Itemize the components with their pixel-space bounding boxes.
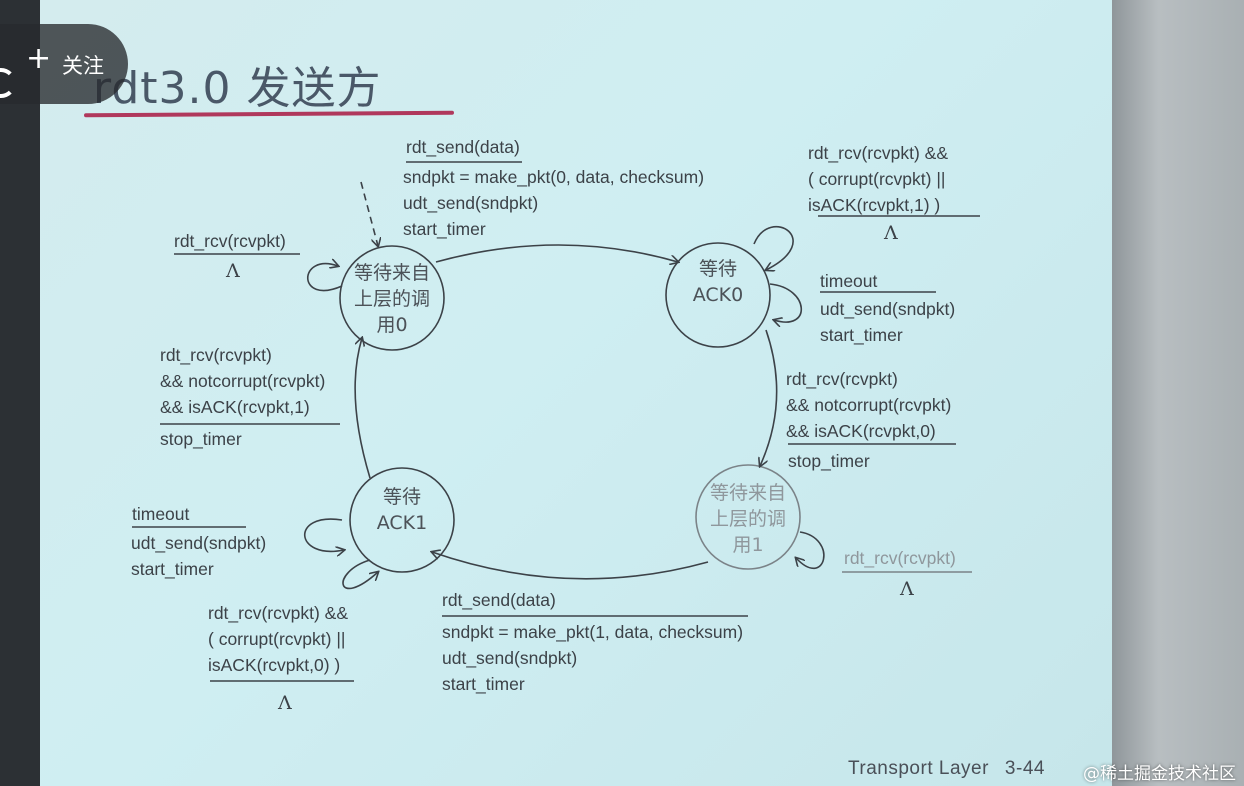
label-ack1-received-event: rdt_rcv(rcvpkt) && notcorrupt(rcvpkt) &&… <box>160 342 325 420</box>
label-ack1-loop-action: Λ <box>278 692 292 714</box>
event-line: ( corrupt(rcvpkt) || <box>208 629 346 649</box>
slide-background <box>40 0 1112 786</box>
page-number: 3-44 <box>1004 758 1045 779</box>
label-ack0-loop-event: rdt_rcv(rcvpkt) && ( corrupt(rcvpkt) || … <box>808 140 948 218</box>
follow-button[interactable]: + 关注 <box>0 24 128 104</box>
label-send-1-actions: sndpkt = make_pkt(1, data, checksum) udt… <box>442 619 743 697</box>
state-label-wait-call-1: 等待来自 上层的调 用1 <box>696 480 800 558</box>
initial-arrow <box>360 181 378 246</box>
label-ack0-timeout-actions: udt_send(sndpkt) start_timer <box>820 296 955 348</box>
action-line: sndpkt = make_pkt(1, data, checksum) <box>442 622 744 642</box>
state-line: ACK1 <box>376 512 428 534</box>
state-label-wait-ack-0: 等待 ACK0 <box>666 256 770 308</box>
event-line: && isACK(rcvpkt,0) <box>786 421 936 441</box>
loop-ack0-corrupt <box>753 226 794 270</box>
label-ack0-timeout-event: timeout <box>820 271 878 291</box>
action-line: udt_send(sndpkt) <box>442 648 578 668</box>
loop-ack1-corrupt <box>342 559 378 590</box>
follow-label: 关注 <box>62 54 104 78</box>
state-line: 上层的调 <box>709 508 786 530</box>
label-ack1-timeout-actions: udt_send(sndpkt) start_timer <box>131 530 266 582</box>
action-line: udt_send(sndpkt) <box>820 299 956 319</box>
event-line: ( corrupt(rcvpkt) || <box>808 169 946 189</box>
label-ack1-received-action: stop_timer <box>160 429 242 449</box>
label-ack0-received-event: rdt_rcv(rcvpkt) && notcorrupt(rcvpkt) &&… <box>786 366 951 444</box>
footer-label: Transport Layer <box>848 758 989 779</box>
action-line: start_timer <box>442 674 525 694</box>
state-line: 等待来自 <box>709 482 786 504</box>
loop-ack0-timeout <box>769 283 803 322</box>
loop-call1 <box>796 531 825 570</box>
logo-icon <box>0 68 16 98</box>
event-line: rdt_rcv(rcvpkt) <box>786 369 898 389</box>
event-line: && notcorrupt(rcvpkt) <box>160 371 326 391</box>
action-line: start_timer <box>403 219 486 239</box>
event-line: rdt_rcv(rcvpkt) && <box>808 143 949 163</box>
screen-edge <box>1112 0 1244 786</box>
action-line: start_timer <box>820 325 903 345</box>
label-ack0-received-action: stop_timer <box>788 451 870 471</box>
state-wait-ack-0 <box>665 242 771 348</box>
label-call0-loop-event: rdt_rcv(rcvpkt) <box>174 231 286 251</box>
arrow-send-1 <box>432 552 709 580</box>
state-line: 用1 <box>732 534 764 556</box>
loop-ack1-timeout <box>304 518 344 551</box>
arrow-send-0 <box>435 244 678 262</box>
event-line: rdt_rcv(rcvpkt) && <box>208 603 349 623</box>
label-ack0-loop-action: Λ <box>884 222 898 244</box>
arrow-ack1-received <box>354 338 371 479</box>
event-line: && notcorrupt(rcvpkt) <box>786 395 952 415</box>
state-line: 等待 <box>698 258 737 280</box>
state-wait-call-1 <box>695 464 801 570</box>
state-line: 等待 <box>382 486 421 508</box>
watermark: @稀土掘金技术社区 <box>1083 764 1236 784</box>
action-line: udt_send(sndpkt) <box>131 533 267 553</box>
label-send-0-event: rdt_send(data) <box>406 137 520 157</box>
label-send-0-actions: sndpkt = make_pkt(0, data, checksum) udt… <box>403 164 704 242</box>
state-wait-call-0 <box>339 245 445 351</box>
label-call0-loop-action: Λ <box>226 260 240 282</box>
state-label-wait-call-0: 等待来自 上层的调 用0 <box>340 260 444 338</box>
plus-icon: + <box>26 41 52 76</box>
label-ack1-timeout-event: timeout <box>132 504 190 524</box>
event-line: rdt_rcv(rcvpkt) <box>160 345 272 365</box>
state-label-wait-ack-1: 等待 ACK1 <box>350 484 454 536</box>
label-send-1-event: rdt_send(data) <box>442 590 556 610</box>
action-line: start_timer <box>131 559 214 579</box>
action-line: sndpkt = make_pkt(0, data, checksum) <box>403 167 705 187</box>
state-line: 用0 <box>376 314 408 336</box>
event-line: isACK(rcvpkt,0) ) <box>208 655 341 675</box>
state-line: ACK0 <box>692 284 744 306</box>
label-call1-loop-action: Λ <box>900 578 914 600</box>
label-call1-loop-event: rdt_rcv(rcvpkt) <box>844 548 956 568</box>
state-wait-ack-1 <box>349 467 455 573</box>
event-line: && isACK(rcvpkt,1) <box>160 397 310 417</box>
slide-title: rdt3.0 发送方 <box>93 63 382 114</box>
arrow-ack0-received <box>760 329 778 466</box>
action-line: udt_send(sndpkt) <box>403 193 539 213</box>
label-ack1-loop-event: rdt_rcv(rcvpkt) && ( corrupt(rcvpkt) || … <box>208 600 348 678</box>
state-line: 上层的调 <box>353 288 430 310</box>
state-line: 等待来自 <box>353 262 430 284</box>
loop-call0 <box>307 264 343 292</box>
event-line: isACK(rcvpkt,1) ) <box>808 195 941 215</box>
slide-footer: Transport Layer 3-44 <box>848 758 1045 780</box>
